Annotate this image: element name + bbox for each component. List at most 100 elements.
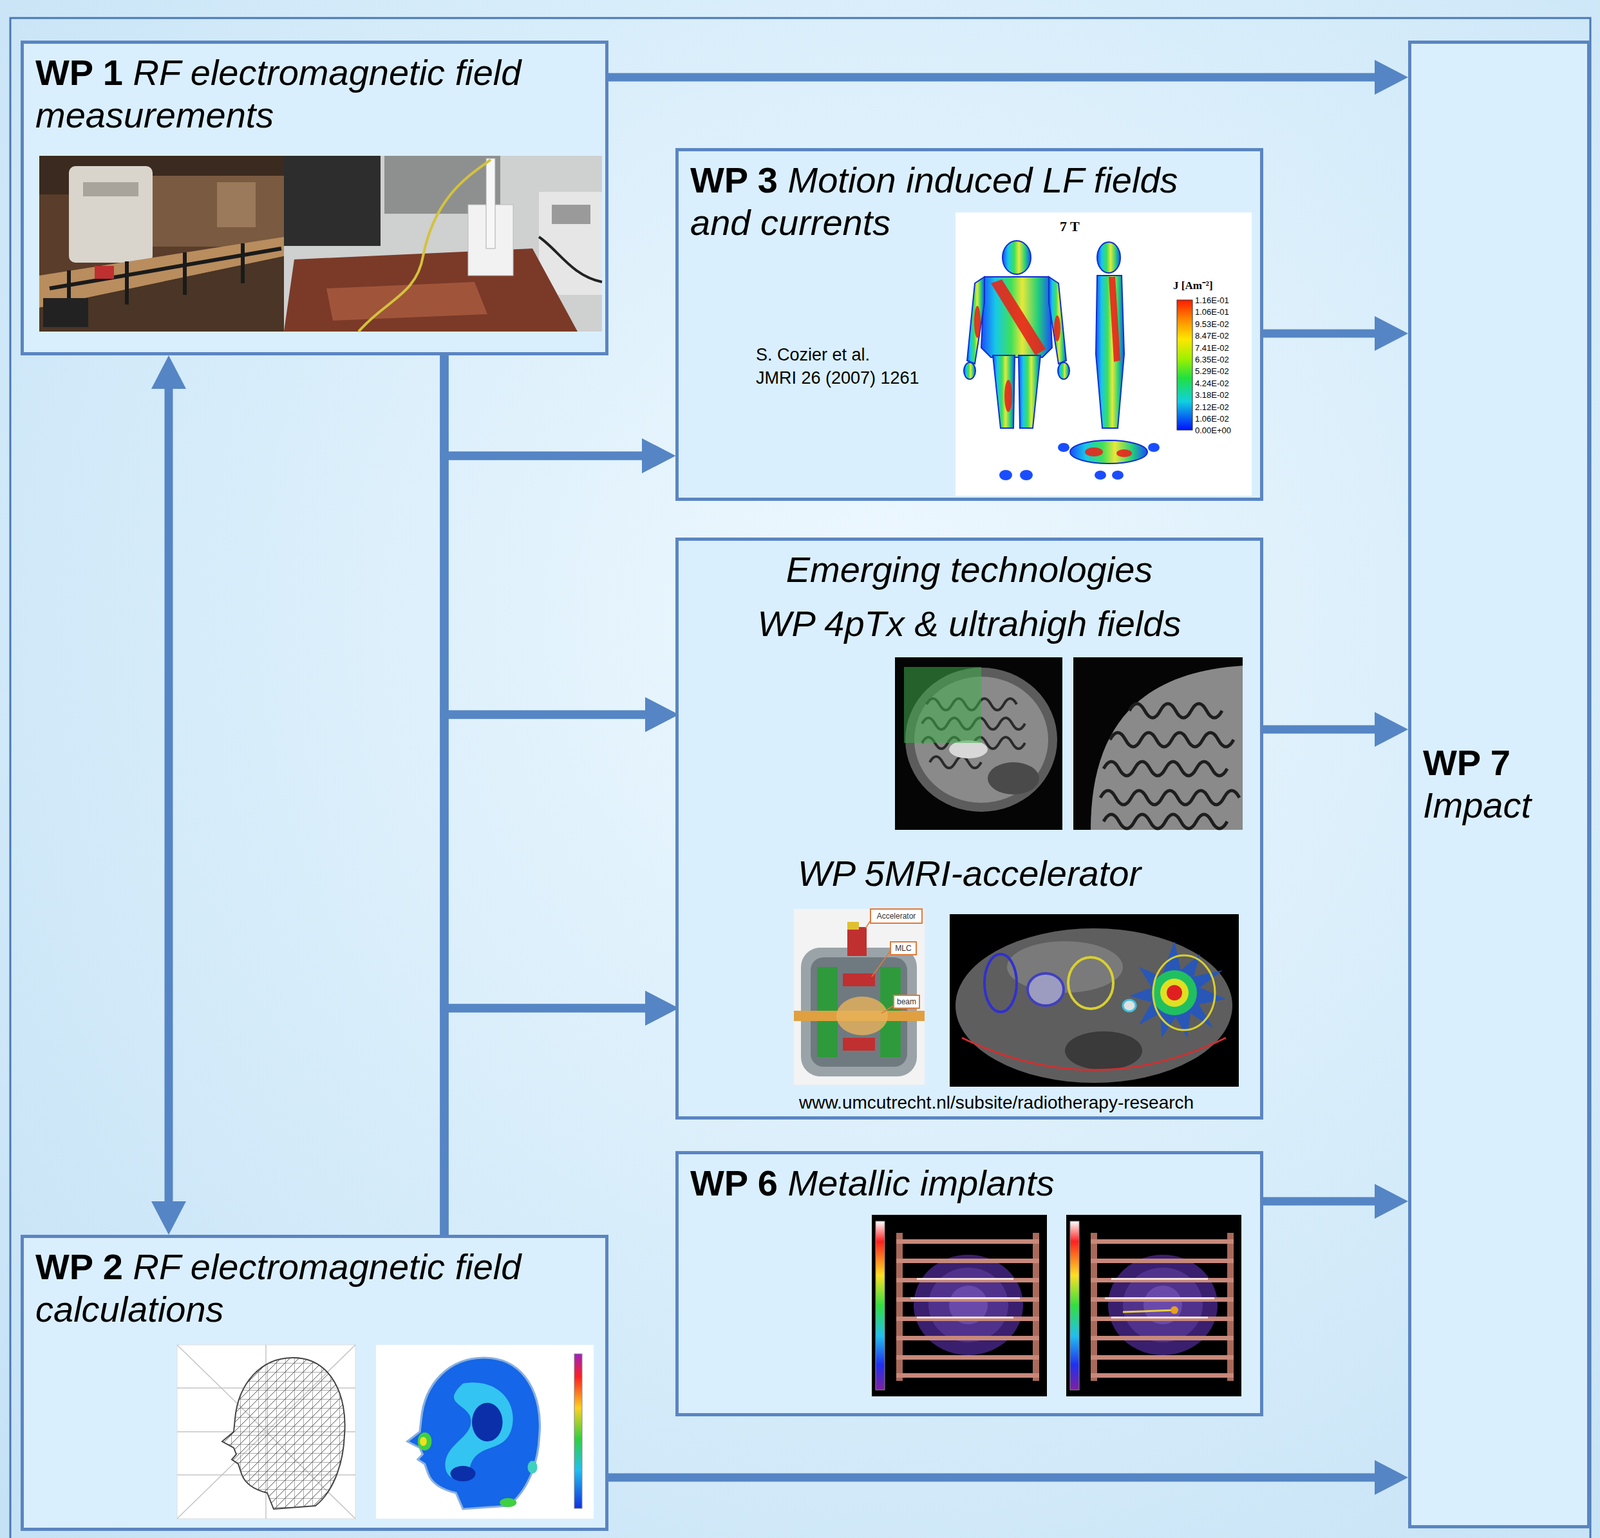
connector-line (444, 714, 648, 1235)
node-subtitle: Metallic implants (788, 1162, 1055, 1204)
dose-plan-scan-part (1027, 973, 1064, 1006)
sar-head (376, 1345, 594, 1519)
figure-label: 6.35E-02 (1195, 354, 1230, 365)
wp-section: WP 5MRI-acceleratorAcceleratorMLCbeamwww… (678, 844, 1261, 1116)
scanner-photo-part-part (124, 261, 129, 305)
sar-head-part (574, 1354, 583, 1509)
wp-box: WP 2RF electromagnetic field calculation… (20, 1234, 609, 1532)
mri-zoom-part (1100, 703, 1240, 829)
figure-label: www.umcutrecht.nl/subsite/radiotherapy-r… (799, 1092, 1194, 1113)
callout-label: Accelerator (876, 911, 917, 921)
sar-head-part-part (407, 1357, 541, 1510)
arrow-head (1374, 1460, 1409, 1496)
connector-arrow (1263, 712, 1409, 747)
connector-line (164, 386, 174, 1205)
node-subtitle: MRI-accelerator (884, 853, 1141, 894)
current-density-figure-part-part-part (999, 470, 1013, 481)
node-heading: WP 1RF electromagnetic field measurement… (23, 43, 606, 145)
arrow-head (1374, 712, 1409, 747)
mri-sagittal (894, 657, 1063, 830)
sar-head-part-part (417, 1432, 433, 1451)
current-density-figure-part-part (955, 212, 1252, 496)
current-density-figure-part-part-part (1057, 362, 1070, 380)
dose-plan-scan-part (1166, 985, 1183, 1001)
scanner-photo-part-part (240, 243, 245, 284)
label-holder: 1.16E-01 (1195, 295, 1230, 306)
dose-plan-scan-part (1153, 955, 1215, 1031)
bench-photo-part (283, 155, 603, 332)
label-holder: S. Cozier et al. (755, 344, 870, 366)
current-density-figure-part-part-part (963, 362, 976, 380)
accelerator-drawing-part (870, 909, 923, 924)
label-holder: MLC (890, 941, 917, 955)
connector-line (608, 73, 1378, 82)
current-density-figure-part (955, 212, 1252, 496)
connector-arrow (1263, 1184, 1409, 1219)
sar-head-part (376, 1345, 594, 1519)
dose-plan-scan-part (1064, 1031, 1143, 1071)
label-holder: 5.29E-02 (1195, 366, 1230, 377)
connector-line (444, 1008, 648, 1235)
label-holder: 9.53E-02 (1195, 319, 1230, 330)
wp-box: WP 6Metallic implants (675, 1151, 1264, 1417)
sar-head-part-part (444, 1382, 513, 1479)
scanner-photo-part-part (182, 252, 187, 295)
arrow-head (645, 697, 679, 733)
mri-sagittal-part (987, 762, 1040, 795)
mesh-head-part-part (177, 1345, 356, 1519)
connector-line (444, 355, 645, 456)
connector-line (1263, 1197, 1378, 1206)
bench-photo-part (551, 204, 591, 225)
bench-photo-part (538, 236, 603, 283)
sar-head-part-part (499, 1498, 517, 1508)
wp-box: Emerging technologies WP 4pTx & ultrahig… (675, 537, 1264, 1120)
dose-plan-scan-part (984, 954, 1017, 1013)
wp-box: WP 1RF electromagnetic field measurement… (20, 40, 609, 356)
current-density-figure-part-part (974, 276, 1132, 458)
scanner-photo-part (39, 155, 284, 332)
bench-photo (283, 155, 603, 332)
node-title: WP 4 (757, 603, 845, 644)
label-holder: 0.00E+00 (1195, 425, 1232, 436)
accelerator-drawing-part (793, 909, 925, 1085)
accelerator-drawing-part-part (865, 920, 871, 929)
current-density-figure-part-part-part (1095, 275, 1125, 429)
mesh-head (177, 1345, 356, 1519)
mri-zoom-part (1090, 665, 1243, 830)
current-density-figure-part-part (999, 442, 1160, 481)
mesh-head-part (222, 1357, 346, 1510)
callout-label: MLC (894, 943, 912, 953)
arrow-head (645, 697, 679, 733)
connector-line (444, 455, 645, 1235)
sar-head-part (407, 1357, 541, 1510)
mri-zoom-part-part (1103, 761, 1228, 776)
dose-plan-scan-part (949, 914, 1239, 1087)
sar-head-part-part (527, 1460, 537, 1474)
figure-label: 3.18E-02 (1195, 390, 1230, 400)
mri-sagittal-part-part (929, 756, 982, 769)
arrow-head (645, 990, 679, 1026)
figure-label: 1.06E-02 (1195, 414, 1230, 424)
mesh-head-part (177, 1345, 356, 1519)
mri-zoom-part-part (1103, 814, 1228, 829)
mesh-head-part (177, 1345, 356, 1519)
connector-line (1263, 329, 1378, 339)
accelerator-drawing-part (893, 995, 920, 1009)
node-heading: WP 5MRI-accelerator (678, 844, 1261, 903)
scanner-photo-part (216, 182, 256, 228)
scanner-photo-part (94, 265, 114, 279)
label-holder: 3.18E-02 (1195, 390, 1230, 401)
dose-plan-scan-part (955, 928, 1233, 1083)
mri-zoom-part-part (1110, 732, 1234, 747)
current-density-figure-part-part-part (1019, 470, 1033, 481)
scanner-photo-part (152, 175, 284, 247)
figure-label: 1.06E-01 (1195, 307, 1230, 317)
label-holder: 8.47E-02 (1195, 330, 1230, 342)
arrow-head (1374, 59, 1409, 95)
figure-label: 7.41E-02 (1195, 343, 1230, 353)
connector-arrow (151, 355, 187, 1235)
bench-photo-part (486, 158, 496, 249)
accelerator-drawing-part (842, 1037, 876, 1051)
figure-label: S. Cozier et al. (755, 345, 870, 365)
current-density-figure-part-part-part (1004, 379, 1013, 413)
